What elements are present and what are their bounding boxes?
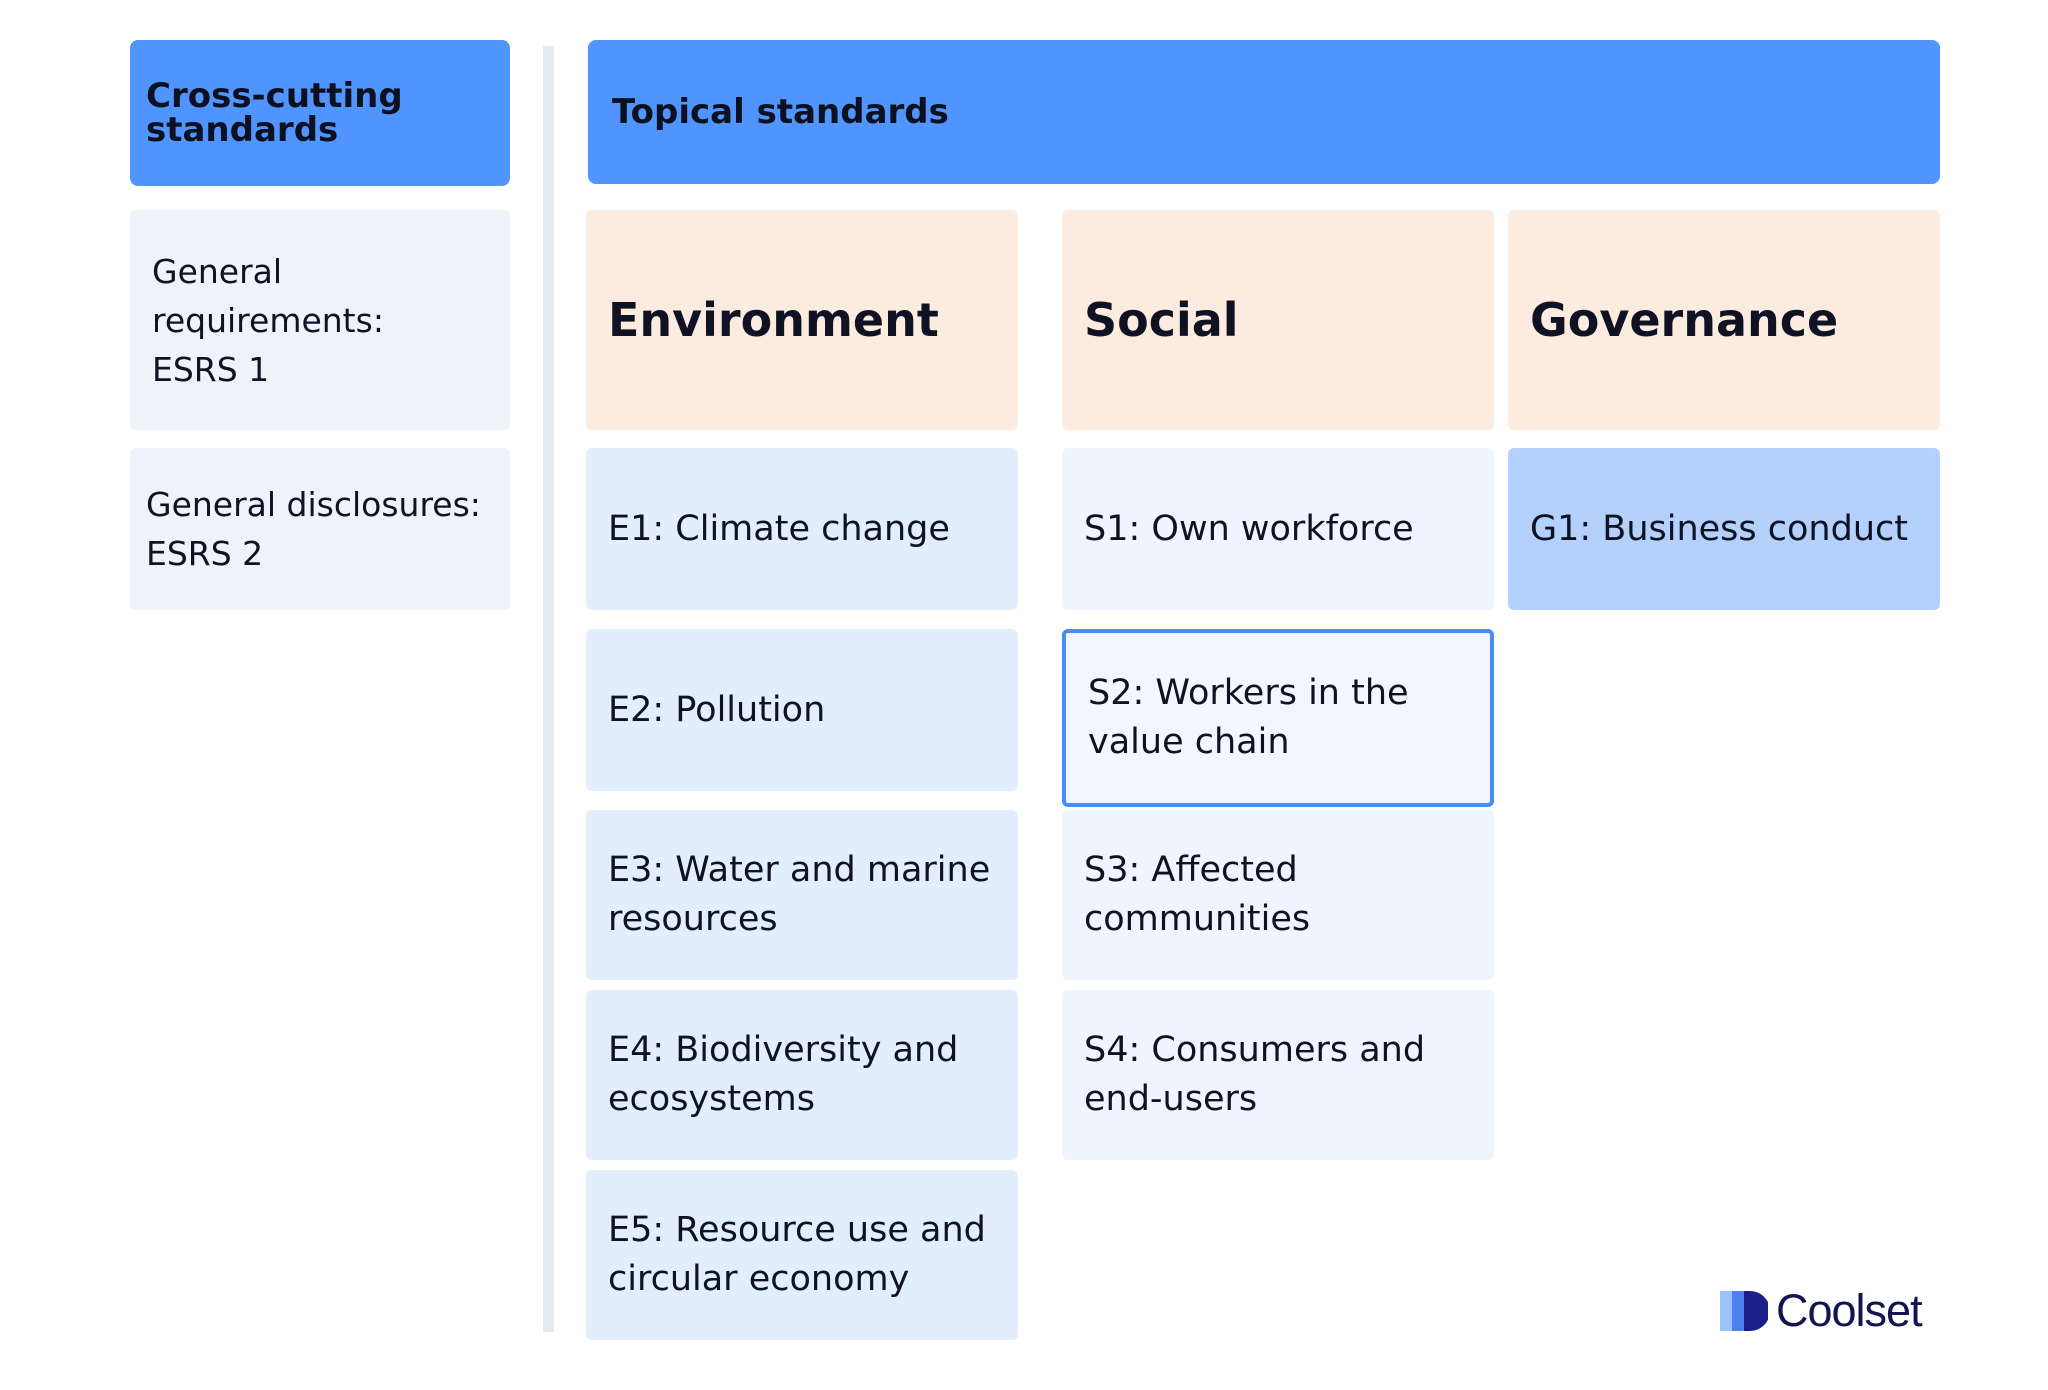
standard-label: E3: Water and marine resources [608, 850, 991, 939]
category-environment: Environment [586, 210, 1018, 430]
standard-e4: E4: Biodiversity and ecosystems [586, 990, 1018, 1160]
cross-item-label: General requirements: ESRS 1 [152, 251, 384, 389]
standard-label: S1: Own workforce [1084, 508, 1414, 549]
standard-e1: E1: Climate change [586, 448, 1018, 610]
standard-label: E4: Biodiversity and ecosystems [608, 1030, 959, 1119]
category-governance: Governance [1508, 210, 1940, 430]
standard-s3: S3: Affected communities [1062, 810, 1494, 980]
standard-e2: E2: Pollution [586, 629, 1018, 791]
cross-item-general-requirements: General requirements: ESRS 1 [130, 210, 510, 430]
standard-e5: E5: Resource use and circular economy [586, 1170, 1018, 1340]
category-label: Environment [608, 293, 939, 347]
standard-e3: E3: Water and marine resources [586, 810, 1018, 980]
standard-label: E1: Climate change [608, 508, 950, 549]
standard-label: G1: Business conduct [1530, 508, 1908, 549]
column-divider [543, 46, 554, 1332]
cross-cutting-header-label: Cross-cutting standards [146, 76, 403, 150]
standard-label: E5: Resource use and circular economy [608, 1210, 986, 1299]
coolset-logo-text: Coolset [1776, 1285, 1923, 1336]
standard-label: E2: Pollution [608, 689, 826, 730]
cross-item-label: General disclosures: ESRS 2 [146, 485, 481, 573]
standard-s1: S1: Own workforce [1062, 448, 1494, 610]
standard-label: S3: Affected communities [1084, 850, 1311, 939]
category-label: Social [1084, 293, 1239, 347]
cross-cutting-header: Cross-cutting standards [130, 40, 510, 186]
standard-s2-highlighted: S2: Workers in the value chain [1062, 629, 1494, 807]
cross-item-general-disclosures: General disclosures: ESRS 2 [130, 448, 510, 610]
topical-header: Topical standards [588, 40, 1940, 184]
category-label: Governance [1530, 293, 1839, 347]
category-social: Social [1062, 210, 1494, 430]
coolset-logo-icon [1720, 1291, 1768, 1331]
topical-header-label: Topical standards [612, 92, 949, 132]
standard-s4: S4: Consumers and end-users [1062, 990, 1494, 1160]
standard-g1: G1: Business conduct [1508, 448, 1940, 610]
coolset-logo: Coolset [1718, 1285, 1923, 1336]
standard-label: S4: Consumers and end-users [1084, 1030, 1426, 1119]
standard-label: S2: Workers in the value chain [1088, 673, 1409, 762]
